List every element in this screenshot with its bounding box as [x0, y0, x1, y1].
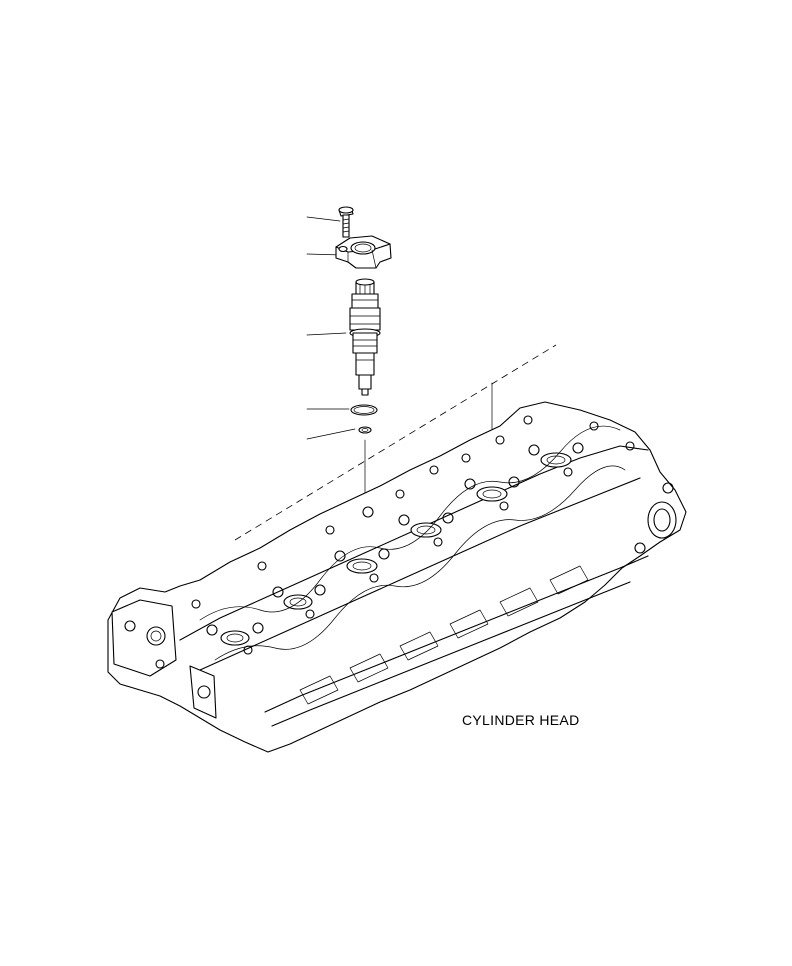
bolt-part: [338, 206, 354, 238]
leader-bolt: [306, 216, 341, 222]
rim-bosses: [191, 415, 635, 609]
sealing-washer-part: [358, 426, 372, 434]
assembly-axis-line: [234, 344, 557, 541]
cylinder-head-label: CYLINDER HEAD: [462, 712, 580, 728]
side-cavities: [299, 565, 589, 705]
rear-end-boss: [634, 482, 677, 554]
valve-bores: [206, 442, 584, 655]
leader-injector: [306, 332, 347, 336]
o-ring-part: [350, 404, 378, 416]
injector-clamp-part: [335, 235, 392, 269]
leader-washer: [306, 428, 356, 440]
fuel-injector-part: [349, 278, 381, 396]
cylinder-head-part: [107, 401, 687, 753]
front-end-block: [111, 599, 217, 719]
